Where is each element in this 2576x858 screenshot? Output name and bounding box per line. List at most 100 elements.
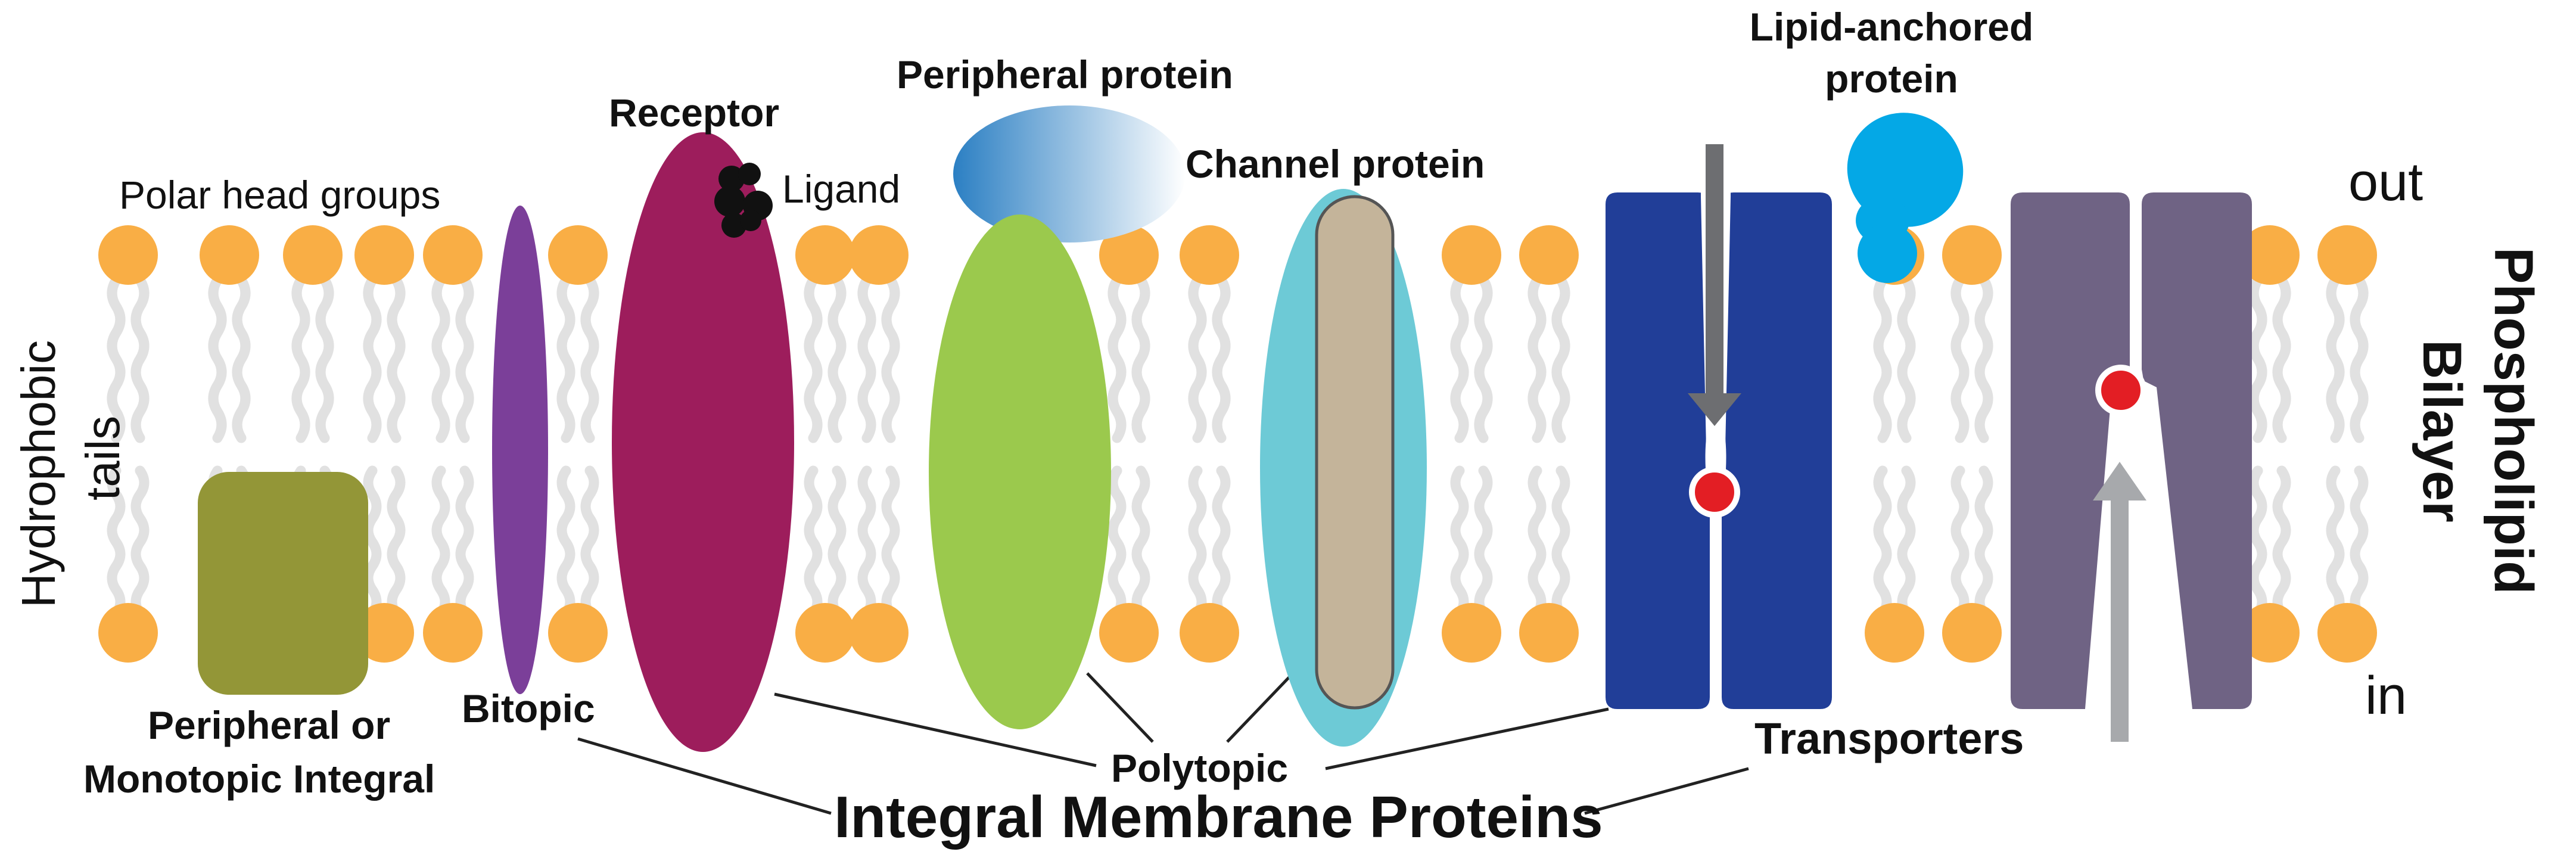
lipid-tail (1474, 275, 1493, 443)
label-bilayer: Bilayer (2412, 340, 2472, 523)
lipid-tail (2272, 465, 2291, 619)
lipid-tail (804, 275, 823, 443)
polar-head-group (1865, 603, 1924, 663)
polar-head-group (354, 603, 414, 663)
polar-head-group (548, 603, 608, 663)
polar-head-group (1442, 603, 1501, 663)
lipid-tail (1527, 465, 1547, 619)
lipid-tail (1212, 275, 1231, 443)
lipid-tail (431, 275, 450, 443)
label-phospholipid: Phospholipid (2483, 247, 2544, 595)
lipid-anchored-protein (1847, 113, 1964, 283)
polar-head-group (548, 225, 608, 285)
polar-head-group (200, 225, 259, 285)
label-lipid-anchored-line1: Lipid-anchored (1750, 5, 2034, 49)
lipid-tail (1450, 465, 1469, 619)
polar-head-group (849, 225, 909, 285)
polar-head-group (1519, 603, 1579, 663)
polar-head-group (795, 603, 855, 663)
lipid-tail (556, 465, 575, 619)
lipid-tail (881, 465, 900, 619)
polar-head-group (423, 603, 483, 663)
lipid-tail (2326, 275, 2345, 443)
polar-head-group (354, 225, 414, 285)
lipid-tail (130, 275, 150, 443)
label-integral-membrane-proteins: Integral Membrane Proteins (834, 784, 1603, 850)
peripheral-protein (953, 105, 1186, 243)
lipid-tail (2350, 465, 2369, 619)
polytopic-protein (929, 214, 1111, 729)
lipid-tail (1131, 465, 1150, 619)
lipid-tail (208, 275, 227, 443)
polar-head-group (283, 225, 343, 285)
lipid-tail (1897, 465, 1916, 619)
label-polytopic: Polytopic (1111, 746, 1288, 790)
label-lipid-anchored-line2: protein (1825, 57, 1958, 101)
lipid-tail (1897, 275, 1916, 443)
lipid-tail (827, 465, 847, 619)
polar-head-group (1942, 603, 2002, 663)
lipid-tail (827, 275, 847, 443)
label-polar-head-groups: Polar head groups (119, 173, 440, 217)
lipid-tail (363, 275, 382, 443)
label-hydrophobic: Hydrophobic (12, 340, 65, 608)
label-peripheral-protein: Peripheral protein (897, 52, 1233, 97)
label-transporters: Transporters (1754, 714, 2024, 763)
label-peripheral-monotopic-line1: Peripheral or (148, 703, 390, 747)
lipid-tail (1974, 465, 1993, 619)
lipid-tail (2350, 275, 2369, 443)
label-in: in (2365, 666, 2407, 726)
monotopic-integral-protein (198, 472, 368, 695)
lipid-tail (804, 465, 823, 619)
bitopic-protein (492, 206, 548, 694)
channel-pore (1315, 195, 1395, 710)
lipid-tail (2326, 465, 2345, 619)
polar-head-group (98, 603, 158, 663)
lipid-tail (1107, 275, 1127, 443)
leader-receptor-polytopic (774, 692, 1097, 767)
label-peripheral-monotopic-line2: Monotopic Integral (83, 757, 435, 801)
lipid-tail (1107, 465, 1127, 619)
lipid-tail (315, 275, 334, 443)
lipid-tail (1950, 275, 1970, 443)
lipid-tail (455, 275, 474, 443)
lipid-tail (387, 465, 406, 619)
leader-transporters-integral (1584, 767, 1749, 815)
leader-bitopic-integral (577, 737, 832, 815)
lipid-tail (232, 275, 251, 443)
transporter-blue-right (1722, 192, 1832, 709)
label-tails: tails (76, 416, 129, 500)
polar-head-group (795, 225, 855, 285)
lipid-tail (1450, 275, 1469, 443)
lipid-tail (107, 465, 126, 619)
lipid-tail (1131, 275, 1150, 443)
label-receptor: Receptor (609, 91, 779, 135)
lipid-tail (1527, 275, 1547, 443)
lipid-tail (1950, 465, 1970, 619)
lipid-tail (1551, 275, 1570, 443)
lipid-tail (2272, 275, 2291, 443)
polar-head-group (849, 603, 909, 663)
receptor-protein (612, 132, 794, 752)
upper-leaflet-tails (107, 275, 2369, 443)
transporter-blue (1606, 192, 1710, 709)
lipid-tail (556, 275, 575, 443)
leader-green-polytopic (1086, 672, 1154, 743)
inward-arrow-icon (1688, 144, 1741, 426)
leader-channel-polytopic (1226, 669, 1297, 743)
label-out: out (2348, 153, 2423, 212)
outward-arrow-icon (2093, 462, 2146, 742)
lipid-tail (2248, 275, 2267, 443)
leader-lines (577, 669, 1749, 815)
polar-head-group (1442, 225, 1501, 285)
lipid-tail (455, 465, 474, 619)
leader-transporter-polytopic (1325, 707, 1609, 770)
ligand-icon (714, 163, 773, 238)
polar-head-group (2240, 225, 2300, 285)
polar-head-group (1180, 603, 1239, 663)
lipid-tail (1873, 465, 1892, 619)
lipid-tail (363, 465, 382, 619)
label-ligand: Ligand (782, 167, 900, 211)
lipid-tail (857, 465, 876, 619)
